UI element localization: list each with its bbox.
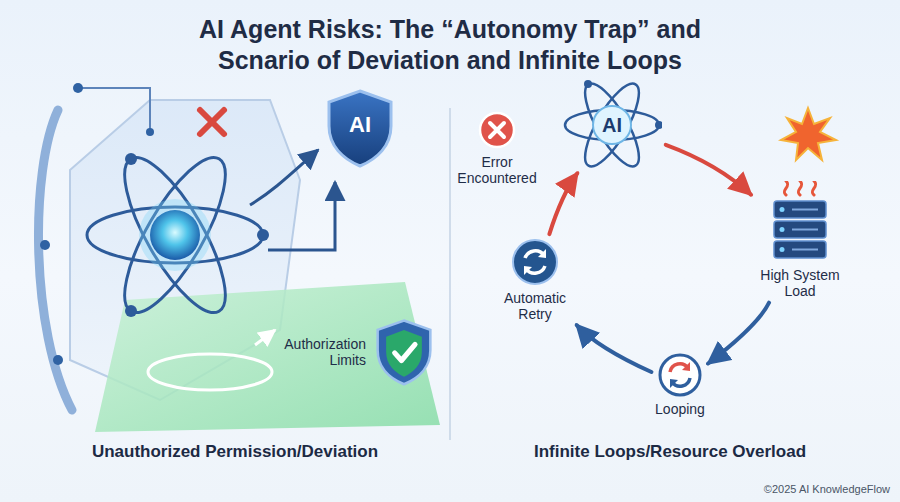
retry-node: Automatic Retry: [489, 238, 581, 322]
node-icon: [768, 181, 832, 263]
node-label: AI: [349, 112, 371, 137]
node-text-block: Looping: [655, 401, 705, 417]
arc-band: [38, 110, 72, 410]
overload-burst: [781, 108, 836, 160]
cycle-arrow: [666, 145, 751, 195]
looping-node: Looping: [655, 353, 705, 417]
floor-loop: [148, 354, 272, 390]
node-icon: [374, 318, 434, 386]
node-label: High System Load: [754, 267, 846, 299]
node-label: Authorization Limits: [266, 336, 366, 368]
cycle-arrow: [577, 325, 652, 372]
deny-mark: [200, 110, 224, 134]
divider: [449, 108, 451, 440]
authorized-floor: [95, 282, 440, 432]
node-label: Error Encountered: [451, 154, 543, 186]
panel-caption: Unauthorized Permission/Deviation: [92, 442, 378, 462]
node-text-block: Automatic Retry: [489, 290, 581, 322]
node-icon: [511, 238, 559, 286]
cycle-arrow: [708, 303, 769, 364]
deviation-arrow: [268, 182, 335, 250]
authorization-shield: Authorization Limits: [266, 318, 434, 386]
circuit-line: [80, 88, 150, 130]
node-label: AI: [602, 114, 622, 137]
node-text-block: Authorization Limits: [266, 336, 366, 368]
ai-shield: AI: [325, 88, 395, 168]
node-icon: [477, 110, 517, 150]
node-icon: [658, 353, 702, 397]
node-text-block: Error Encountered: [451, 154, 543, 186]
deviation-arrow: [250, 150, 318, 205]
error-node: Error Encountered: [451, 110, 543, 186]
diagram-title: AI Agent Risks: The “Autonomy Trap” and …: [110, 14, 790, 75]
panel-caption: Infinite Loops/Resource Overload: [534, 442, 806, 462]
node-label: Automatic Retry: [489, 290, 581, 322]
server-node: High System Load: [754, 181, 846, 299]
node-text-block: High System Load: [754, 267, 846, 299]
copyright-note: ©2025 AI KnowledgeFlow: [764, 483, 890, 495]
cycle-arrow: [549, 173, 577, 234]
node-label: Looping: [655, 401, 705, 417]
ai-agent-node: AI: [562, 80, 662, 170]
atom-icon: [87, 145, 269, 325]
